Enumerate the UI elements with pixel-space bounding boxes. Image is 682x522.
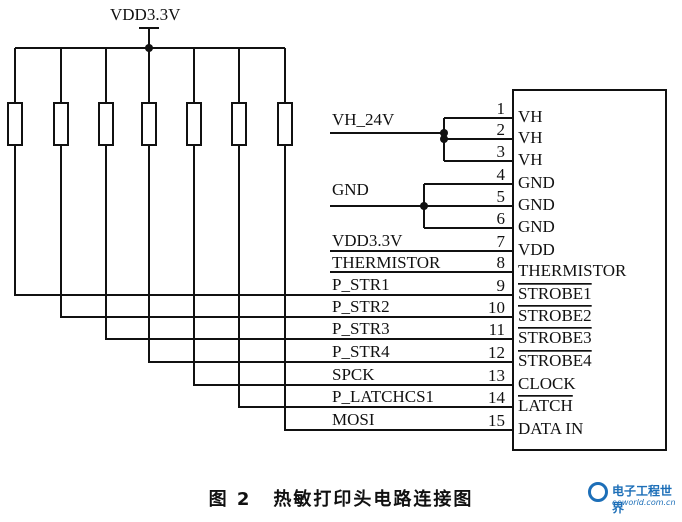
site-logo-icon [588, 482, 608, 502]
pin-name: DATA IN [518, 419, 583, 438]
resistor [186, 102, 202, 146]
pin-name: GND [518, 173, 555, 192]
resistor-to-pin-wire [105, 145, 513, 340]
pin-number: 3 [497, 142, 506, 161]
pin-name: VH [518, 107, 543, 126]
resistor [231, 102, 247, 146]
pin-name: STROBE4 [518, 351, 592, 370]
pin-number: 11 [489, 320, 505, 339]
net-label: MOSI [332, 410, 375, 429]
watermark-site-name: 电子工程世界 [612, 484, 673, 515]
pin-number: 1 [497, 99, 506, 118]
print-head-connector [512, 89, 667, 451]
net-label: P_STR4 [332, 342, 390, 361]
net-label: GND [332, 180, 369, 199]
pin-name: VH [518, 128, 543, 147]
pin-number: 4 [497, 165, 506, 184]
resistor [7, 102, 23, 146]
figure-title: 热敏打印头电路连接图 [273, 489, 474, 510]
net-label: VDD3.3V [332, 231, 403, 250]
figure-number: 图 2 [208, 489, 252, 510]
net-label: P_LATCHCS1 [332, 387, 434, 406]
junction-dot [440, 135, 448, 143]
pin-number: 5 [497, 187, 506, 206]
resistor [277, 102, 293, 146]
pin-number: 10 [488, 298, 505, 317]
pin-name: VDD [518, 240, 555, 259]
pin-number: 12 [488, 343, 505, 362]
site-watermark: 电子工程世界 eeworld.com.cn [588, 480, 680, 518]
pull-up-resistor-bank [7, 102, 293, 146]
connector-pin-names: VH VH VH GND GND GND VDD THERMISTOR STROBE1STROB… [518, 107, 627, 438]
junction-dot [420, 202, 428, 210]
wire-layer [14, 27, 513, 431]
net-label: P_STR1 [332, 275, 390, 294]
pin-number: 15 [488, 411, 505, 430]
pin-name: STROBE1 [518, 284, 592, 303]
net-label: P_STR3 [332, 319, 390, 338]
supply-label: VDD3.3V [110, 5, 181, 24]
watermark-url: eeworld.com.cn [612, 498, 676, 507]
pin-name: VH [518, 150, 543, 169]
net-label: THERMISTOR [332, 253, 441, 272]
pin-name: LATCH [518, 396, 573, 415]
junction-dot [145, 44, 153, 52]
pin-name: STROBE2 [518, 306, 592, 325]
pin-number: 8 [497, 253, 506, 272]
pin-name: THERMISTOR [518, 261, 627, 280]
net-label: P_STR2 [332, 297, 390, 316]
net-label: SPCK [332, 365, 375, 384]
pin-number: 13 [488, 366, 505, 385]
pin-number: 6 [497, 209, 506, 228]
net-label: VH_24V [332, 110, 395, 129]
net-labels: VH_24V GND VDD3.3V THERMISTOR P_STR1P_STR2P_… [332, 110, 441, 429]
junction-dot [440, 129, 448, 137]
resistor-to-pin-wire [148, 145, 513, 363]
pin-name: CLOCK [518, 374, 576, 393]
pin-number: 7 [497, 232, 506, 251]
pin-name: GND [518, 217, 555, 236]
pin-number: 9 [497, 276, 506, 295]
pin-name: GND [518, 195, 555, 214]
resistor [141, 102, 157, 146]
resistor-to-pin-wire [60, 145, 513, 318]
resistor [53, 102, 69, 146]
resistor [98, 102, 114, 146]
figure-caption: 图 2 热敏打印头电路连接图 [0, 485, 682, 511]
pin-name: STROBE3 [518, 328, 592, 347]
pin-number: 14 [488, 388, 506, 407]
pin-number: 2 [497, 120, 506, 139]
